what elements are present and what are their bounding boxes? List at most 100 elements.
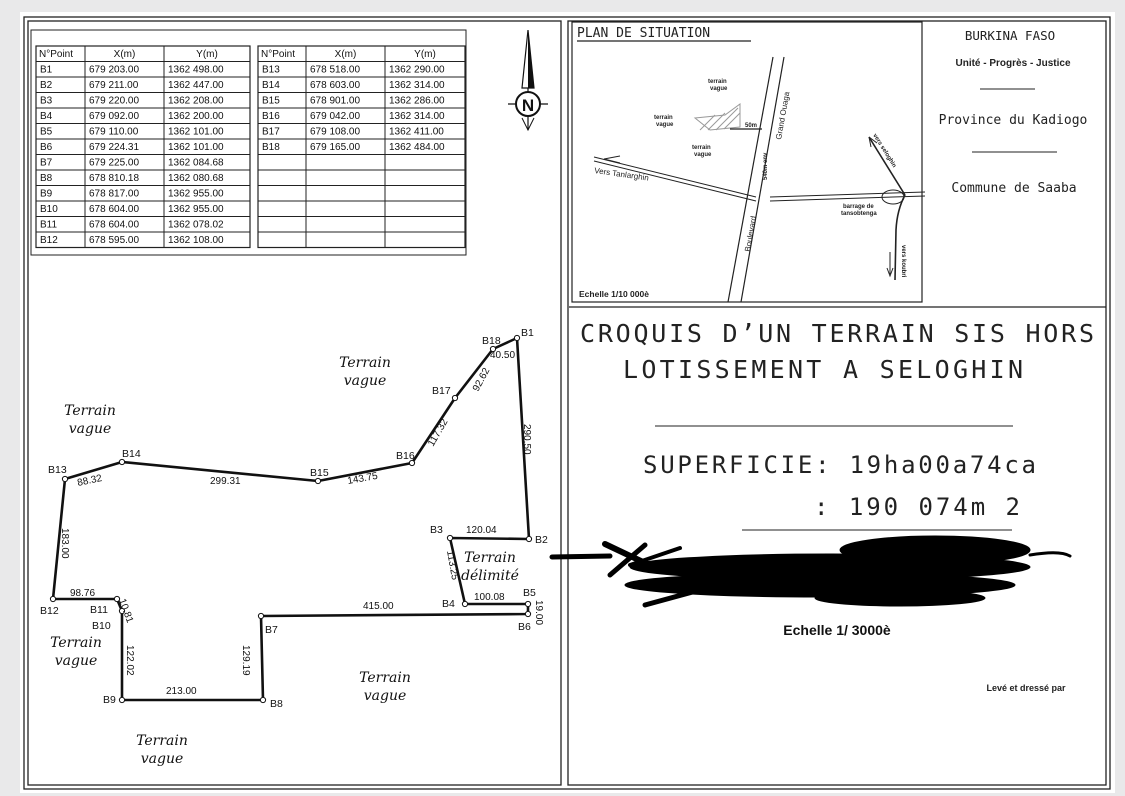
- area-label-line: vague: [364, 688, 407, 704]
- tanlarghin-road: [593, 156, 757, 198]
- point-label-b4: B4: [442, 598, 455, 610]
- y-coordinate: 1362 286.00: [389, 96, 445, 107]
- country: BURKINA FASO: [965, 28, 1055, 43]
- y-coordinate: 1362 484.00: [389, 142, 445, 153]
- boundary-marker-b1: [513, 334, 521, 342]
- x-coordinate: 678 518.00: [310, 65, 360, 76]
- barrage-road: [769, 191, 926, 198]
- area-label-vacant: Terrain vague: [359, 670, 411, 704]
- administrative-header: BURKINA FASO Unité - Progrès - Justice P…: [939, 28, 1088, 196]
- map-label: vague: [694, 152, 712, 158]
- point-label-b6: B6: [518, 621, 531, 633]
- point-label-b2: B2: [535, 534, 548, 546]
- segment-length-b7-b6: 415.00: [363, 601, 394, 612]
- distance-label: 50m: [745, 123, 757, 129]
- point-id: B7: [40, 158, 53, 169]
- x-coordinate: 678 604.00: [89, 220, 139, 231]
- column-header: N°Point: [261, 49, 295, 60]
- segment-length-b10-b9: 122.02: [124, 645, 135, 676]
- left-panel-frame: [27, 20, 562, 786]
- y-coordinate: 1362 447.00: [168, 80, 224, 91]
- point-id: B17: [262, 127, 280, 138]
- north-arrow-icon: N: [508, 29, 548, 132]
- x-coordinate: 678 604.00: [89, 204, 139, 215]
- point-label-b9: B9: [103, 694, 116, 706]
- point-id: B2: [40, 80, 53, 91]
- superficie-line-1: SUPERFICIE: 19ha00a74ca: [643, 451, 1036, 479]
- arrow-icon: [868, 136, 878, 148]
- boundary-marker-b18: [489, 345, 497, 353]
- segment-length-b1-b18: 40.50: [490, 350, 515, 361]
- x-coordinate: 679 225.00: [89, 158, 139, 169]
- segment-length-b2-b1: 290.50: [521, 424, 532, 455]
- boundary-marker-b4: [461, 600, 469, 608]
- boundary-marker-b9: [118, 696, 126, 704]
- column-header: X(m): [335, 49, 357, 60]
- y-coordinate: 1362 411.00: [389, 127, 444, 138]
- segment-length-b12-b11: 98.76: [70, 588, 95, 599]
- boundary-marker-b14: [118, 458, 126, 466]
- x-coordinate: 678 603.00: [310, 80, 360, 91]
- x-coordinate: 678 817.00: [89, 189, 139, 200]
- x-coordinate: 679 108.00: [310, 127, 360, 138]
- outer-frame: [23, 16, 1111, 790]
- province: Province du Kadiogo: [939, 113, 1088, 128]
- parcel-location-hatch: [693, 103, 741, 131]
- area-label-line: Terrain: [464, 550, 516, 566]
- x-coordinate: 679 211.00: [89, 80, 139, 91]
- point-id: B18: [262, 142, 280, 153]
- column-header: Y(m): [196, 49, 218, 60]
- barrage-label: barrage de: [843, 204, 874, 210]
- x-coordinate: 679 042.00: [310, 111, 360, 122]
- boundary-marker-b7: [257, 612, 265, 620]
- map-label: vague: [710, 86, 728, 92]
- y-coordinate: 1362 314.00: [389, 111, 445, 122]
- boundary-marker-b17: [451, 394, 459, 402]
- x-coordinate: 678 595.00: [89, 235, 139, 246]
- point-id: B1: [40, 65, 53, 76]
- barrage-label: tansobtenga: [841, 211, 877, 217]
- segment-length-b3-b2: 120.04: [466, 525, 497, 536]
- point-id: B10: [40, 204, 58, 215]
- x-coordinate: 679 220.00: [89, 96, 139, 107]
- segment-length-b16-b15: 143.75: [347, 471, 379, 487]
- boundary-marker-b5: [524, 600, 532, 608]
- point-label-b10: B10: [92, 620, 111, 632]
- boundary-marker-b12: [49, 595, 57, 603]
- point-label-b1: B1: [521, 327, 534, 339]
- column-header: Y(m): [414, 49, 436, 60]
- y-coordinate: 1362 955.00: [168, 204, 224, 215]
- point-id: B5: [40, 127, 53, 138]
- segment-length-b8-b7: 129.19: [240, 645, 251, 676]
- map-label: terrain: [654, 115, 673, 121]
- area-label-line: vague: [344, 373, 387, 389]
- title-line-1: CROQUIS D’UN TERRAIN SIS HORS: [580, 319, 1094, 348]
- right-panel-frame: [567, 20, 1107, 786]
- point-label-b16: B16: [396, 450, 415, 462]
- segment-length-b9-b8: 213.00: [166, 686, 197, 697]
- area-label-line: Terrain: [359, 670, 411, 686]
- boundary-marker-b3: [446, 534, 454, 542]
- situation-title: PLAN DE SITUATION: [577, 26, 710, 41]
- map-label: terrain: [708, 79, 727, 85]
- boundary-marker-b10: [118, 607, 126, 615]
- y-coordinate: 1362 314.00: [389, 80, 445, 91]
- point-label-b14: B14: [122, 448, 141, 460]
- y-coordinate: 1362 101.00: [168, 127, 224, 138]
- boundary-marker-b15: [314, 477, 322, 485]
- point-id: B13: [262, 65, 280, 76]
- plan-scale: Echelle 1/ 3000è: [783, 622, 891, 638]
- redaction-scribble: [549, 535, 1072, 608]
- situation-scale: Echelle 1/10 000è: [579, 289, 649, 299]
- y-coordinate: 1362 290.00: [389, 65, 445, 76]
- commune: Commune de Saaba: [951, 181, 1076, 196]
